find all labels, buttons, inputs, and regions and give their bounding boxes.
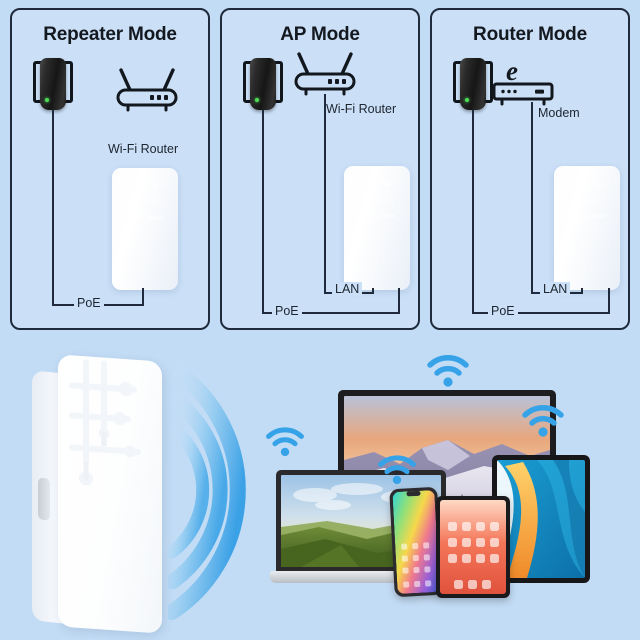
tablet-portrait [436, 496, 510, 598]
cable-label-lan: LAN [540, 282, 571, 296]
panel-ap-mode: AP Mode [220, 8, 420, 330]
cable-lan-segment-vertical [531, 102, 533, 294]
cable-label-poe: PoE [74, 296, 104, 310]
smartphone [389, 486, 443, 598]
cable-lan-segment-vertical [324, 94, 326, 294]
panel-repeater-mode: Repeater Mode [10, 8, 210, 330]
wifi-broadcast-waves-icon [164, 360, 328, 620]
cpe-device-image [554, 166, 620, 290]
cable-poe-segment-vertical [472, 110, 474, 314]
smartphone-screen [392, 489, 440, 595]
panel-title-ap: AP Mode [280, 24, 360, 45]
device-label-modem: Modem [538, 106, 580, 120]
wallpaper-blue-orange-abstract [497, 460, 585, 578]
cpe-device-image [112, 168, 178, 290]
antenna-signal-pattern-icon [69, 359, 141, 486]
panel-title-router: Router Mode [473, 24, 587, 45]
cable-poe-segment-riser [142, 288, 144, 306]
cable-lan-segment-riser [581, 288, 583, 294]
wifi-icon-laptop [266, 427, 304, 457]
wallpaper-orange-app-grid [440, 500, 506, 594]
client-device-cluster [266, 350, 640, 640]
mode-panels: Repeater Mode [10, 8, 630, 330]
cable-poe-segment-riser [608, 288, 610, 314]
hero-cpe-device [32, 354, 162, 634]
cable-poe-segment-horizontal [262, 312, 400, 314]
cable-lan-segment-riser [372, 288, 374, 294]
wifi-icon-center [378, 455, 416, 485]
modem-icon [492, 82, 554, 106]
tablet-landscape-screen [497, 460, 585, 578]
cpe-front-panel [58, 354, 162, 634]
poe-power-adapter-icon [30, 58, 76, 110]
device-label-wifi-router: Wi-Fi Router [108, 142, 179, 156]
cable-label-poe: PoE [272, 304, 302, 318]
wifi-icon-tablet-landscape [522, 405, 564, 437]
cable-poe-segment-vertical [262, 110, 264, 314]
panel-router-mode: Router Mode e [430, 8, 630, 330]
device-label-wifi-router: Wi-Fi Router [326, 102, 397, 116]
cable-poe-segment-horizontal [472, 312, 610, 314]
browser-e-icon: e [506, 56, 518, 86]
cpe-side-button [38, 477, 50, 521]
cable-label-poe: PoE [488, 304, 518, 318]
wallpaper-rainbow-gradient [392, 489, 440, 595]
tablet-portrait-screen [440, 500, 506, 594]
hero-scene [0, 340, 640, 640]
cable-label-lan: LAN [332, 282, 363, 296]
wifi-router-icon [116, 68, 178, 112]
cable-poe-segment-vertical [52, 110, 54, 306]
wifi-router-icon [294, 52, 356, 96]
wifi-icon-monitor [427, 355, 469, 387]
panel-title-repeater: Repeater Mode [43, 24, 177, 45]
poe-power-adapter-icon [450, 58, 496, 110]
cpe-device-image [344, 166, 410, 290]
poe-power-adapter-icon [240, 58, 286, 110]
tablet-landscape [492, 455, 590, 583]
cable-poe-segment-riser [398, 288, 400, 314]
